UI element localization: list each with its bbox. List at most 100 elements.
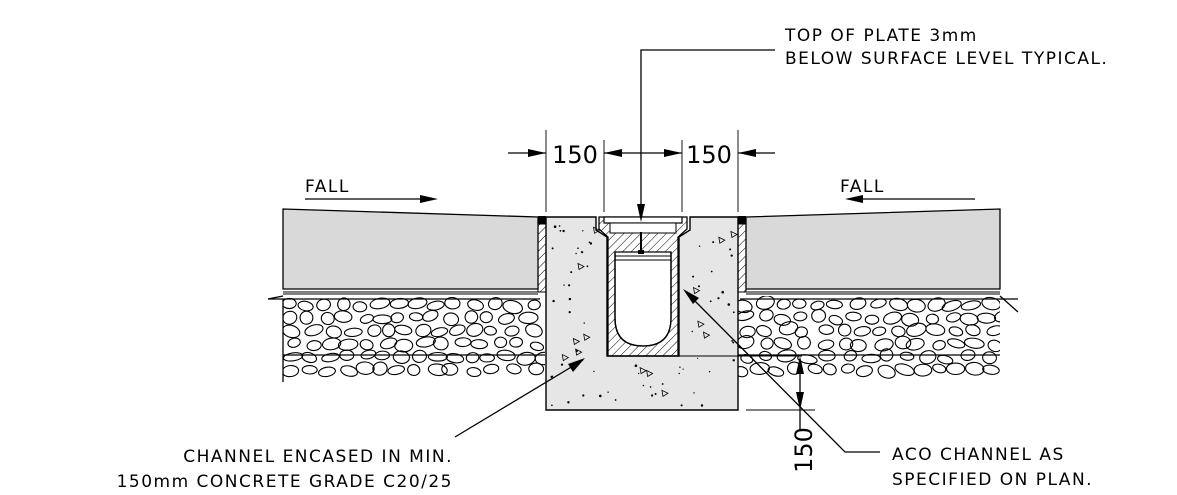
cobble	[479, 311, 493, 324]
cobble	[494, 336, 508, 349]
cobble	[287, 337, 301, 348]
cobble	[947, 338, 966, 349]
note-aco-channel-1: ACO CHANNEL AS	[892, 445, 1065, 465]
aggregate-dot	[637, 372, 640, 375]
aggregate-dot	[562, 229, 565, 233]
aggregate-stone	[592, 226, 601, 234]
dimension-left-width: 150	[552, 141, 598, 169]
cobble	[360, 349, 377, 360]
aggregate-dot	[682, 368, 684, 370]
cobble	[843, 350, 858, 362]
cobble	[516, 351, 536, 366]
aggregate-stone	[561, 353, 570, 362]
aggregate-dot	[553, 225, 557, 228]
cobble	[525, 323, 543, 338]
cobble	[466, 367, 482, 378]
aggregate-stone	[639, 366, 647, 375]
cobble	[817, 339, 835, 351]
grating-plate	[603, 216, 683, 224]
bedding-layer-left	[267, 288, 540, 300]
cobble	[283, 310, 298, 325]
cobble	[527, 299, 541, 311]
note-encasement-1: CHANNEL ENCASED IN MIN.	[183, 447, 453, 467]
cobble	[899, 351, 915, 361]
cobble	[301, 351, 318, 364]
fall-label-left: FALL	[305, 177, 350, 197]
aggregate-dot	[692, 275, 695, 278]
aggregate-dot	[698, 285, 700, 288]
aggregate-dot	[732, 359, 735, 362]
cobble	[965, 324, 981, 337]
aggregate-dot	[732, 311, 735, 314]
aggregate-dot	[661, 383, 664, 385]
dimension-bottom	[679, 355, 815, 430]
aggregate-dot	[614, 399, 617, 401]
aggregate-dot	[567, 401, 570, 404]
cobble	[470, 339, 489, 350]
cobble	[415, 336, 436, 348]
cobble	[932, 363, 947, 374]
cobble	[905, 337, 925, 351]
cobble	[283, 365, 300, 378]
cobble	[837, 323, 852, 337]
cobble	[776, 349, 797, 363]
cobble	[306, 340, 322, 352]
sealant-left	[538, 216, 546, 224]
sub-base-left	[282, 296, 545, 382]
aggregate-dot	[651, 394, 654, 397]
aggregate-dot	[727, 303, 731, 306]
cobble	[483, 363, 500, 375]
fall-label-right: FALL	[840, 177, 885, 197]
cobble	[534, 351, 545, 366]
cobble	[441, 362, 459, 376]
aggregate-dot	[678, 372, 680, 375]
cobble	[818, 349, 836, 362]
aggregate-dot	[729, 248, 732, 251]
cobble	[325, 325, 342, 339]
leader-aco-channel	[683, 289, 880, 453]
cobble	[872, 326, 887, 337]
cobble	[369, 297, 391, 310]
leader-top-of-plate	[637, 49, 775, 222]
cobble	[432, 336, 449, 351]
cobble	[301, 365, 318, 375]
cobble	[466, 322, 484, 337]
cobble	[986, 325, 1000, 337]
cobble	[982, 351, 997, 365]
cobble	[767, 366, 785, 377]
cobble	[394, 338, 414, 353]
aggregate-dot	[697, 357, 699, 359]
cobble	[822, 363, 837, 376]
cobble	[367, 324, 382, 337]
cobble	[758, 350, 773, 361]
cobble	[945, 362, 966, 376]
aggregate-dot	[589, 242, 593, 245]
cobble	[818, 324, 835, 335]
sub-base-right	[738, 296, 1000, 379]
paving-slab-left	[282, 208, 539, 290]
cobble	[390, 312, 404, 324]
cobble	[987, 339, 1000, 353]
cobble	[849, 338, 867, 353]
cobble	[894, 335, 912, 350]
cobble	[778, 321, 799, 336]
aggregate-dot	[588, 241, 591, 244]
aggregate-dot	[583, 322, 585, 324]
aggregate-dot	[710, 270, 713, 273]
aggregate-dot	[558, 225, 561, 227]
cobble	[467, 299, 484, 311]
aggregate-dot	[693, 392, 695, 394]
cobble	[506, 363, 522, 375]
cobble	[496, 349, 516, 362]
cobble	[797, 335, 811, 350]
cobble	[855, 365, 873, 378]
cobble	[932, 340, 946, 351]
aggregate-dot	[551, 404, 553, 407]
cobble	[870, 298, 887, 309]
aggregate-dot	[552, 299, 555, 303]
cobble	[283, 324, 301, 339]
cobble	[901, 312, 920, 327]
aggregate-dot	[649, 386, 652, 388]
cobble	[877, 364, 896, 379]
